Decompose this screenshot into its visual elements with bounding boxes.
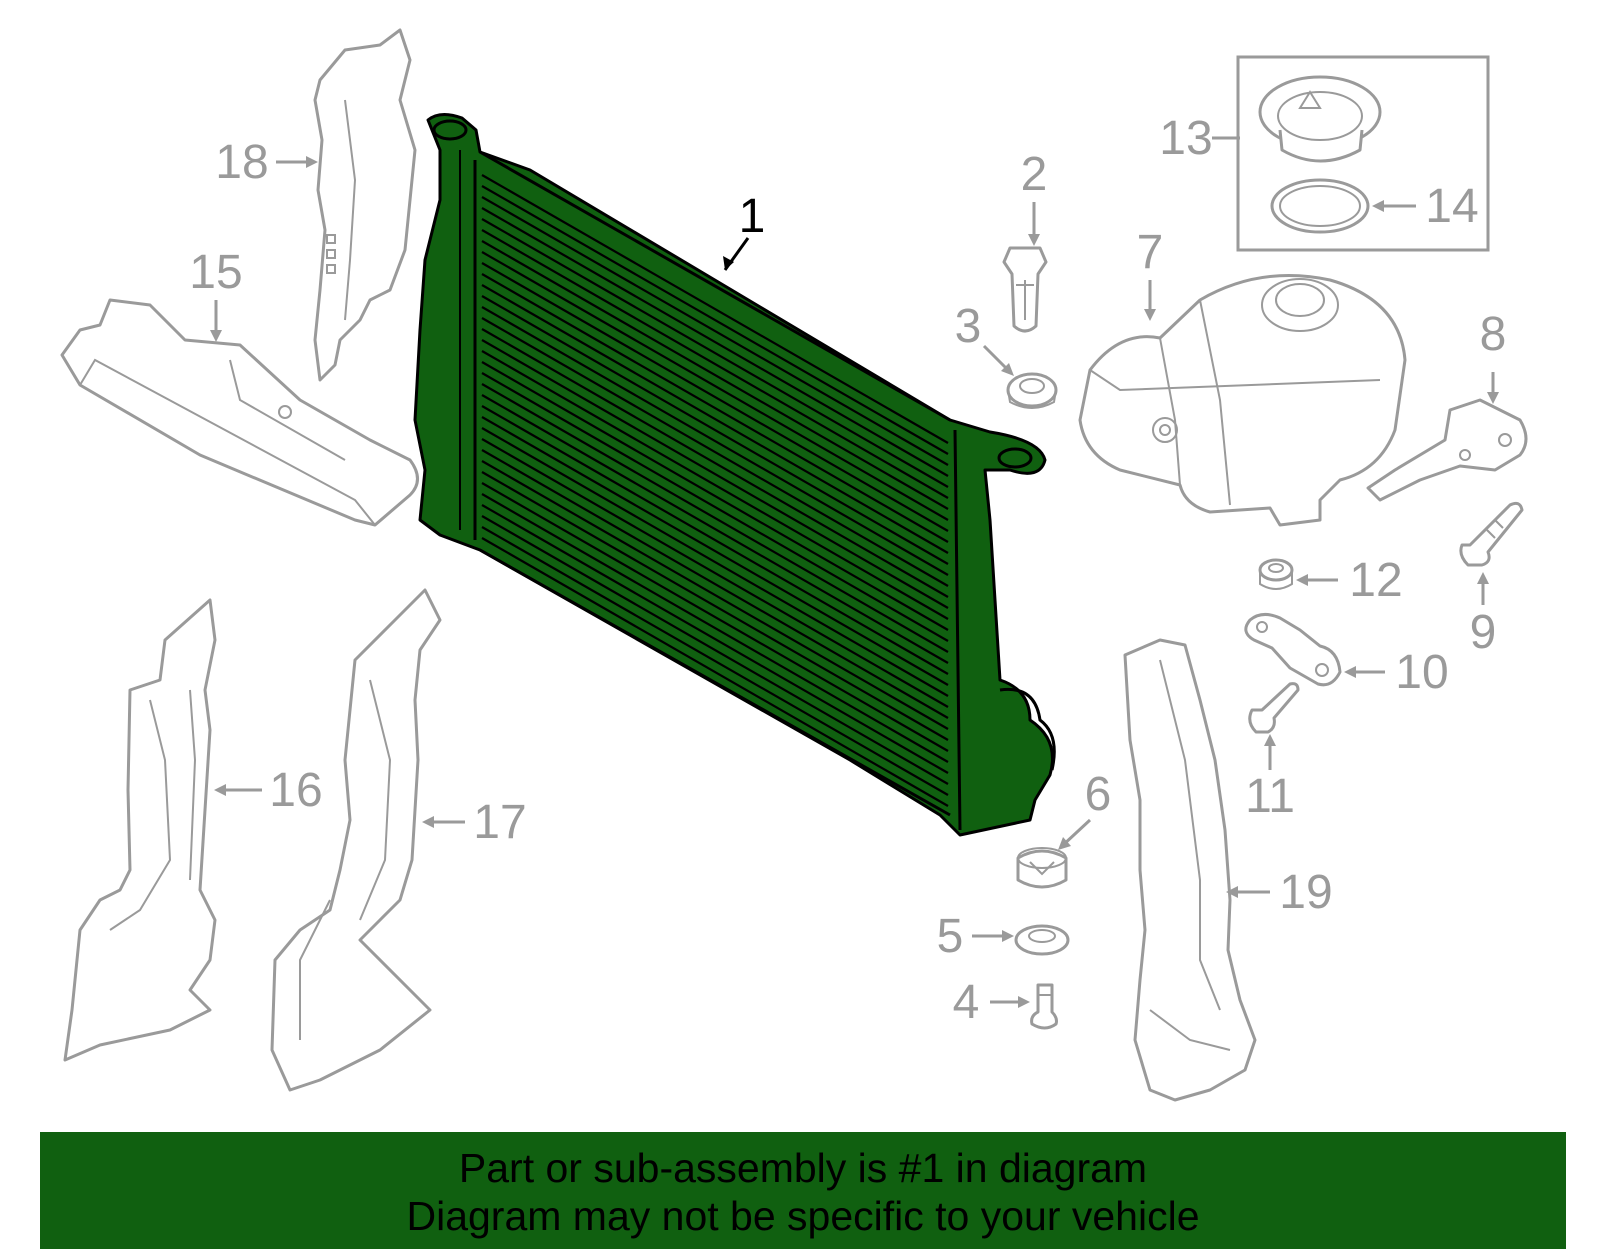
bolt-part-9[interactable] <box>1459 501 1524 567</box>
radiator-fin <box>481 240 949 510</box>
callout-1: 1 <box>739 190 766 243</box>
callout-9: 9 <box>1470 606 1497 659</box>
radiator-fin <box>481 482 949 752</box>
radiator-fin <box>481 383 949 653</box>
bolt-part-11[interactable] <box>1248 682 1300 734</box>
callout-8: 8 <box>1480 308 1507 361</box>
air-guide-part-15[interactable] <box>60 298 419 527</box>
callout-12: 12 <box>1349 554 1402 607</box>
radiator-fin <box>481 350 949 620</box>
radiator-fin <box>481 262 949 532</box>
radiator-fin <box>481 427 949 697</box>
callout-14: 14 <box>1425 180 1478 233</box>
radiator-fin <box>481 218 949 488</box>
expansion-tank-part-7[interactable] <box>1078 274 1407 527</box>
seal-part-18[interactable] <box>313 28 417 382</box>
radiator-fins <box>481 174 949 807</box>
seal-part-12[interactable] <box>1258 558 1294 590</box>
radiator-fin <box>481 372 949 642</box>
bracket-part-10[interactable] <box>1244 613 1342 687</box>
mount-part-6[interactable] <box>1016 847 1068 889</box>
radiator-fin <box>481 196 949 466</box>
callout-7: 7 <box>1137 226 1164 279</box>
grommet-part-5[interactable] <box>1014 924 1070 956</box>
radiator-fin <box>481 449 949 719</box>
disclaimer-banner: Part or sub-assembly is #1 in diagram Di… <box>40 1132 1566 1249</box>
radiator-fin <box>481 405 949 675</box>
radiator-fin <box>481 504 949 774</box>
radiator-fin <box>481 471 949 741</box>
radiator-fin <box>481 295 949 565</box>
callout-13: 13 <box>1159 112 1212 165</box>
grommet-part-3[interactable] <box>1006 372 1058 409</box>
callout-3: 3 <box>955 300 982 353</box>
radiator-fin <box>481 339 949 609</box>
radiator-part-1[interactable] <box>413 113 1056 837</box>
radiator-fin <box>481 438 949 708</box>
radiator-fin <box>481 493 949 763</box>
air-deflector-part-16[interactable] <box>63 598 217 1062</box>
bolt-part-4[interactable] <box>1030 983 1058 1030</box>
radiator-fin <box>481 251 949 521</box>
radiator-fin <box>481 273 949 543</box>
callout-18: 18 <box>215 136 268 189</box>
radiator-fin <box>481 185 949 455</box>
banner-line-2: Diagram may not be specific to your vehi… <box>406 1193 1200 1239</box>
banner-line-1: Part or sub-assembly is #1 in diagram <box>458 1145 1148 1191</box>
radiator-fin <box>481 328 949 598</box>
callout-4: 4 <box>953 976 980 1029</box>
callout-16: 16 <box>269 764 322 817</box>
bracket-part-8[interactable] <box>1366 398 1528 502</box>
radiator-fin <box>481 537 949 807</box>
radiator-fin <box>481 317 949 587</box>
radiator-fin <box>481 174 949 444</box>
callout-2: 2 <box>1021 148 1048 201</box>
callout-11: 11 <box>1245 770 1295 823</box>
radiator-fin <box>481 460 949 730</box>
air-deflector-part-19[interactable] <box>1123 638 1257 1102</box>
clip-part-2[interactable] <box>1002 246 1048 333</box>
cap-part-13[interactable] <box>1258 75 1382 163</box>
callout-15: 15 <box>189 246 242 299</box>
radiator-fin <box>481 416 949 686</box>
callout-6: 6 <box>1085 768 1112 821</box>
radiator-fin <box>481 207 949 477</box>
radiator-fin <box>481 394 949 664</box>
radiator-fin <box>481 284 949 554</box>
radiator-fin <box>481 526 949 796</box>
radiator-fin <box>481 229 949 499</box>
callout-17: 17 <box>473 796 526 849</box>
leader-lines <box>210 136 1499 1008</box>
radiator-fin <box>481 515 949 785</box>
seal-part-14[interactable] <box>1270 178 1370 234</box>
radiator-fin <box>481 361 949 631</box>
callout-5: 5 <box>937 910 964 963</box>
callout-19: 19 <box>1279 866 1332 919</box>
callout-10: 10 <box>1395 646 1448 699</box>
air-deflector-part-17[interactable] <box>270 588 442 1092</box>
radiator-fin <box>481 306 949 576</box>
cap-inset-box <box>1236 55 1490 252</box>
